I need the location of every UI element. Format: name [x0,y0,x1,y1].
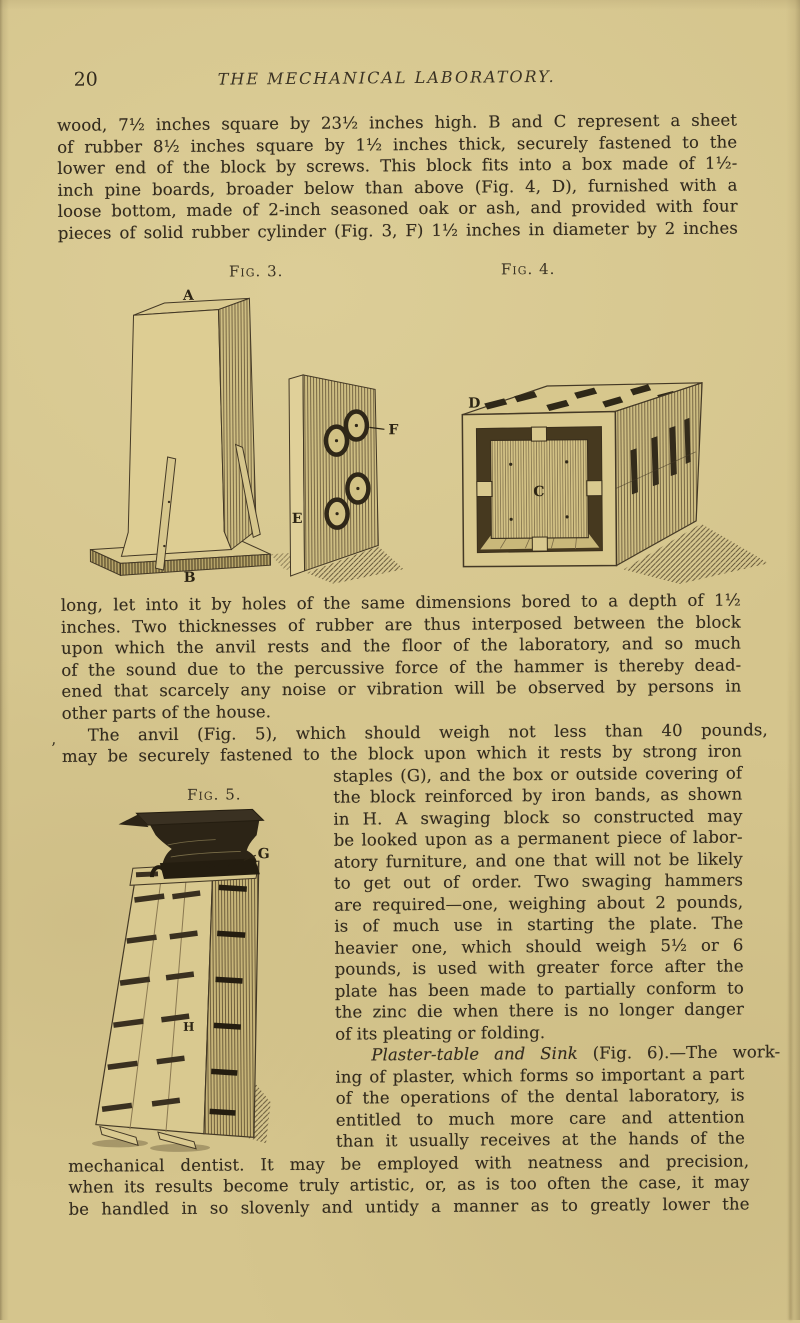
plaster-table-italic: Plaster-table and Sink [371,1043,578,1065]
fig5-iron-bands-front [101,890,201,1112]
fig5-anvil [118,808,265,880]
body-line: than it usually receives at the hands of… [335,1128,746,1151]
fig3-swaging-block-illustration: A B E F [89,288,404,586]
fig5-label-g: G [258,846,270,862]
fig3-board-shadow [306,546,404,584]
body-line: be handled in so slovenly and untidy a m… [68,1194,750,1219]
body-line: pounds, is used with greater force after… [334,956,744,979]
fig5-label-h: H [183,1020,194,1034]
fig5-pedestal-front [95,864,214,1135]
fig3-caption: Fig. 3. [228,262,284,281]
fig4-caption: Fig. 4. [500,259,556,279]
fig3-label-f: F [388,422,398,438]
fig5-g-leader-line [243,854,257,861]
fig4-cast-shadow [623,523,769,584]
fig4-label-c: C [533,484,544,500]
fig4-label-d: D [468,396,480,412]
fig3-brace-rear [234,443,261,539]
body-line: the zinc die when there is no longer dan… [334,999,745,1022]
body-line: pieces of solid rubber cylinder (Fig. 3,… [57,218,738,243]
fig5-staples [149,860,246,878]
body-line: be looked upon as a permanent piece of l… [333,827,743,850]
body-line: the block reinforced by iron bands, as s… [333,784,743,807]
fig3-label-e: E [292,511,303,527]
fig3-f-leader-line [369,426,385,430]
fig3-block-front [120,309,233,557]
page-edge-crease [789,640,792,1320]
fig3-rubber-cylinders [323,409,371,530]
fig5-caption: Fig. 5. [187,785,242,804]
body-line-plaster-heading: Plaster-table and Sink (Fig. 6).—The wor… [335,1041,780,1065]
page-number: 20 [73,68,98,91]
fig5-anvil-horn [118,814,149,828]
fig3-label-a: A [182,288,195,304]
fig5-plank-lines [129,868,188,1133]
body-line: is of much use in starting the plate. Th… [334,913,744,936]
stray-ink-mark: ’ [50,738,57,758]
fig5-iron-bands-side [209,884,247,1116]
body-line: of the operations of the dental laborato… [335,1085,745,1108]
plaster-table-rest: (Fig. 6).—The work- [577,1042,781,1063]
fig5-anvil-illustration: G H [92,808,271,1152]
fig3-board-face [302,374,379,572]
running-head: THE MECHANICAL LABORATORY. [217,66,556,89]
fig3-base-front-edge [119,553,271,576]
fig4-screw-dots [509,460,569,521]
fig4-box-illustration: D C [461,381,769,584]
fig4-side-slots [630,417,691,495]
fig5-foot-left [99,1125,139,1146]
fig4-cleats [476,426,603,552]
fig4-top-slots [484,384,677,411]
fig3-board-edge [288,374,306,577]
fig3-brace-front [154,456,177,571]
body-line: to get out of order. Two swaging hammers [333,870,744,893]
fig3-label-b: B [184,570,196,586]
fig5-foot-right [157,1131,197,1150]
